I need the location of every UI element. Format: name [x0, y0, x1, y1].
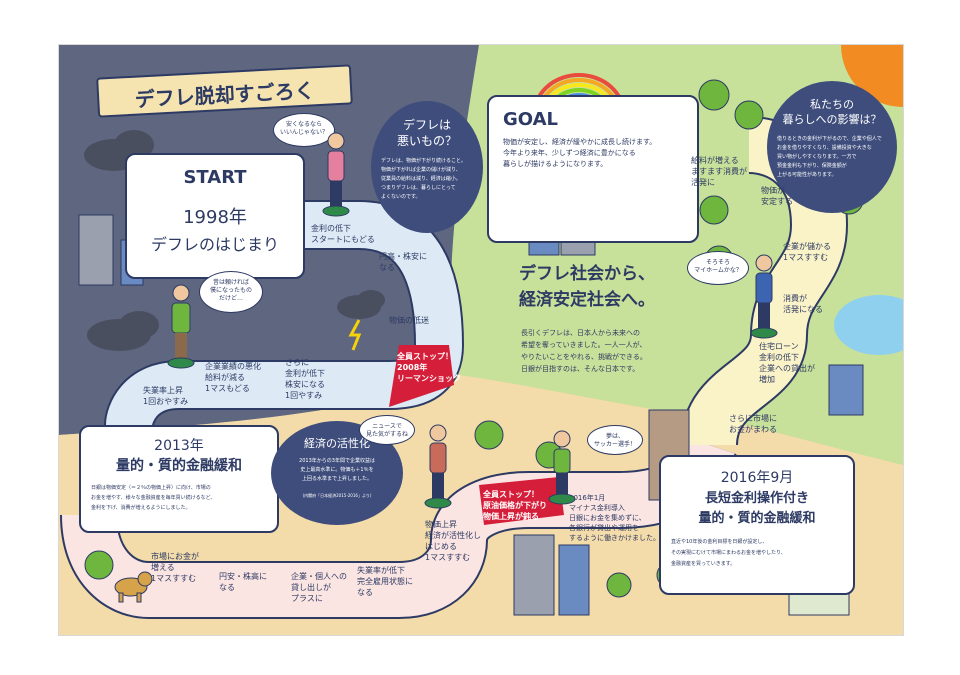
woman-figure-icon	[322, 132, 350, 217]
tile-consumption: 消費が 活発になる	[783, 294, 823, 314]
boy-figure-icon	[548, 430, 576, 505]
speech-bubble-woman: 安くなるなら いいんじゃない？	[273, 113, 335, 147]
businessman-figure-icon	[750, 254, 778, 339]
tile-price-slump: 物価の低迷	[389, 316, 429, 325]
tile-unemployment-up: 失業率上昇 1回おやすみ	[143, 386, 189, 406]
tile-price-stable: 物価が 安定する	[761, 186, 793, 206]
tile-yen-low: 円安・株高に なる	[219, 572, 267, 592]
start-subtitle: デフレのはじまり	[150, 235, 279, 254]
grandma-figure-icon	[424, 424, 452, 509]
box-2016-text: 直近や10年後の金利目標を日銀が設定し、 その実現にむけて市場にまわるお金を増や…	[671, 539, 786, 567]
tile-earnings-down: 企業業績の悪化 給料が減る 1マスもどる	[205, 362, 261, 393]
tile-more-money: さらに市場に お金がまわる	[729, 414, 777, 434]
tile-oil-stop: 全員ストップ！ 原油価格が下がり 物価上昇が鈍る	[483, 490, 547, 521]
goal-box: GOAL 物価が安定し、経済が緩やかに成長し続けます。 今年より来年、少しずつ経…	[487, 95, 699, 243]
lake-icon	[834, 295, 903, 355]
center-headline: デフレ社会から、 経済安定社会へ。	[519, 264, 655, 310]
tile-negative-rate: 2016年1月 マイナス金利導入 日銀にお金を集めずに、 各銀行が貸出や運用を …	[569, 494, 660, 542]
tile-money-increase: 市場にお金が 増える 1マスすすむ	[151, 552, 199, 583]
box-2016-date: 2016年9月	[720, 470, 794, 486]
speech-bubble-man: そろそろ マイホームかな？	[687, 251, 749, 285]
box-2016-title: 長短金利操作付き 量的・質的金融緩和	[698, 491, 816, 526]
speech-bubble-grandma: ニュースで 見た気がするね	[359, 415, 415, 445]
tile-price-rise: 物価上昇 経済が活性化し はじめる 1マスすすむ	[425, 520, 481, 562]
economy-active-text: 2013年からの3年間で企業収益は 史上最高水準に。物価も＋1％を 上回る水準ま…	[299, 458, 375, 482]
center-text: 長引くデフレは、日本人から未来への 希望を奪っていきました。一人一人が、 やりた…	[521, 329, 647, 373]
tile-lending-plus: 企業・個人への 貸し出しが プラスに	[291, 572, 347, 603]
box-2013-year: 2013年	[154, 438, 204, 454]
red-tile-bg-2	[479, 477, 564, 525]
tile-company-profit: 企業が儲かる 1マスすすむ	[783, 242, 831, 262]
dog-icon	[114, 571, 153, 603]
life-effect-title: 私たちの 暮らしへの影響は？	[782, 98, 882, 126]
tile-wage-up: 給料が増える ますます消費が 活発に	[691, 156, 747, 187]
tile-lehman-stop: 全員ストップ！ 2008年 リーマンショック	[397, 352, 461, 383]
economy-active-title: 経済の活性化	[304, 437, 370, 450]
box-2013: 2013年 量的・質的金融緩和 日銀は物価安定（＝２％の物価上昇）に向け、市場の…	[79, 425, 279, 533]
tile-mortgage: 住宅ローン 金利の低下 企業への貸出が 増加	[759, 342, 815, 384]
sun-icon	[841, 45, 903, 107]
start-label: START	[183, 167, 247, 188]
deflation-bad-text: デフレは、物価が下がり続けること。 物価が下がれば企業の儲けが減り、 従業員の給…	[381, 158, 467, 200]
goal-text: 物価が安定し、経済が緩やかに成長し続けます。 今年より来年、少しずつ経済に豊かに…	[503, 138, 657, 168]
tile-yen-high: 円高・株安に なる	[379, 252, 427, 272]
box-2013-title: 量的・質的金融緩和	[116, 458, 242, 474]
deflation-bad-circle: デフレは 悪いもの？ デフレは、物価が下がり続けること。 物価が下がれば企業の儲…	[371, 101, 483, 233]
tile-unemployment-down: 失業率が低下 完全雇用状態に なる	[357, 566, 413, 597]
deflation-bad-title: デフレは 悪いもの？	[396, 118, 457, 148]
box-2013-text: 日銀は物価安定（＝２％の物価上昇）に向け、市場の お金を増やす、様々な金融資産を…	[91, 485, 216, 511]
start-box: START 1998年 デフレのはじまり	[125, 153, 305, 279]
economy-active-source: (内閣府「日本経済2015-2016」より)	[302, 493, 372, 498]
tile-rate-down-back: 金利の低下 スタートにもどる	[311, 224, 375, 244]
elder-figure-icon	[167, 284, 195, 369]
speech-bubble-boy: 夢は、 サッカー選手！	[587, 425, 643, 455]
life-effect-text: 借りるときの金利が下がるので、企業や個人で お金を借りやすくなり、設備投資や大き…	[777, 136, 882, 178]
tile-rate-down-rest: さらに 金利が低下 株安になる 1回やすみ	[285, 358, 325, 400]
start-year: 1998年	[183, 207, 247, 228]
speech-bubble-elder: 昔は頼ければ 僕になったもの だけど…	[199, 271, 263, 313]
sugoroku-board: デフレ脱却すごろく START 1998年 デフレのはじまり デフレは 悪いもの…	[58, 44, 904, 636]
box-2016: 2016年9月 長短金利操作付き 量的・質的金融緩和 直近や10年後の金利目標を…	[659, 455, 855, 595]
life-effect-circle: 私たちの 暮らしへの影響は？ 借りるときの金利が下がるので、企業や個人で お金を…	[767, 81, 897, 213]
red-tile-bg	[389, 345, 454, 407]
goal-label: GOAL	[503, 109, 558, 130]
